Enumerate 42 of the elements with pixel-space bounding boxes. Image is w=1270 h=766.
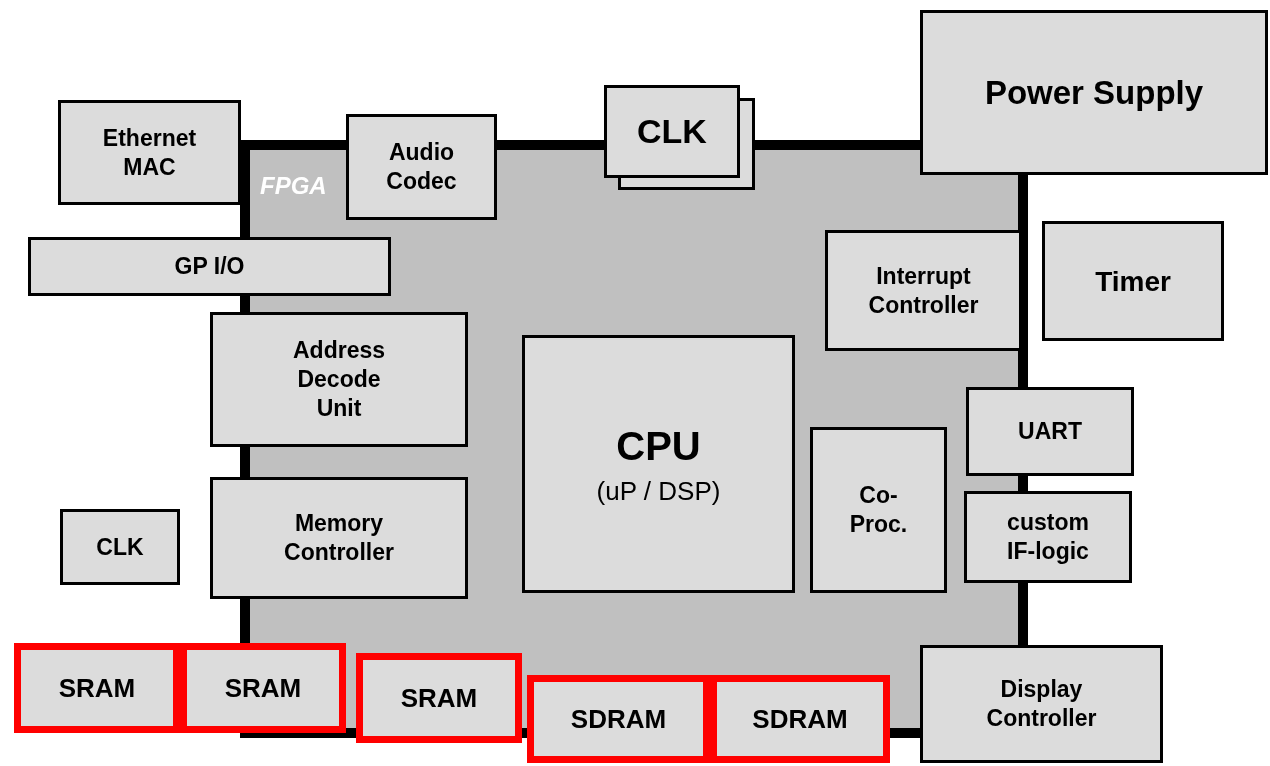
component-box	[58, 100, 241, 205]
box-label: SRAM	[400, 681, 478, 715]
box-label: Timer	[1095, 264, 1171, 299]
box-label: Memory Controller	[283, 509, 395, 567]
component-box	[920, 645, 1163, 763]
memory-box	[710, 675, 890, 763]
box-label: GP I/O	[174, 252, 245, 281]
box-label: SRAM	[58, 671, 136, 705]
memory-box	[14, 643, 180, 733]
component-box	[60, 509, 180, 585]
box-label: Co- Proc.	[848, 481, 909, 539]
box-label: Audio Codec	[385, 138, 458, 196]
box-label: CLK	[637, 111, 707, 153]
component-box	[210, 312, 468, 447]
component-box	[964, 491, 1132, 583]
box-label: SDRAM	[570, 702, 667, 736]
component-box	[346, 114, 497, 220]
component-box	[810, 427, 947, 593]
component-box	[522, 335, 795, 593]
box-label: SRAM	[224, 671, 302, 705]
box-subtitle: (uP / DSP)	[596, 474, 721, 508]
box-label: CPU	[616, 422, 701, 470]
memory-box	[527, 675, 710, 763]
component-box	[825, 230, 1022, 351]
box-label: Interrupt Controller	[867, 261, 980, 320]
box-label: UART	[1018, 417, 1082, 446]
box-label: Ethernet MAC	[101, 123, 198, 182]
component-box	[28, 237, 391, 296]
component-box	[966, 387, 1134, 476]
box-label: Address Decode Unit	[291, 336, 386, 423]
box-label: Display Controller	[985, 675, 1098, 733]
component-box	[1042, 221, 1224, 341]
box-label: SDRAM	[752, 702, 848, 736]
component-box	[604, 85, 740, 178]
box-label: custom IF-logic	[1006, 508, 1090, 566]
memory-box	[356, 653, 522, 743]
chip-label: FPGA	[260, 174, 327, 198]
box-label: Power Supply	[984, 72, 1204, 113]
box-label: CLK	[96, 532, 144, 562]
memory-box	[180, 643, 346, 733]
component-box	[920, 10, 1268, 175]
component-box	[210, 477, 468, 599]
